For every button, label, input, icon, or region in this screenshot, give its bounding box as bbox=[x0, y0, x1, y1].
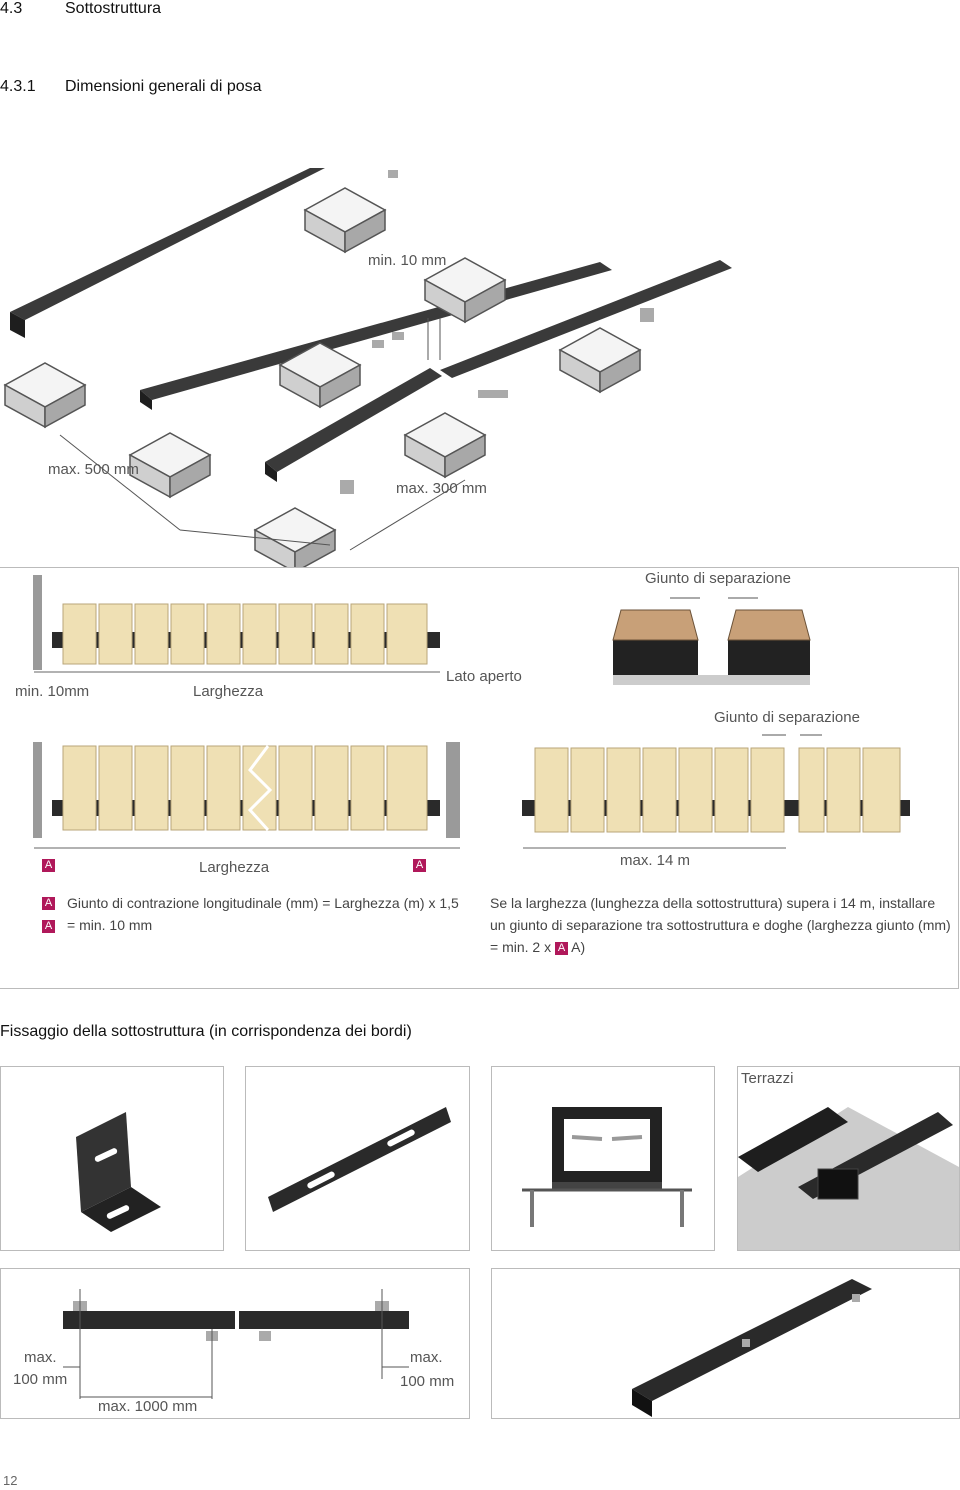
screw-section-illustration bbox=[522, 1107, 692, 1227]
label-min-10mm: min. 10mm bbox=[15, 683, 90, 700]
frame-screw-section bbox=[491, 1066, 715, 1251]
frame-angle-bracket bbox=[0, 1066, 224, 1251]
label-larghezza-top: Larghezza bbox=[193, 683, 264, 700]
label-max-500mm: max. 500 mm bbox=[48, 461, 139, 478]
label-giunto-top: Giunto di separazione bbox=[645, 570, 791, 587]
note-line-3-pre: = min. 2 x bbox=[490, 939, 552, 955]
fixing-title: Fissaggio della sottostruttura (in corri… bbox=[0, 1023, 412, 1040]
label-giunto-mid: Giunto di separazione bbox=[714, 709, 860, 726]
badge-a-formula-2: A bbox=[42, 920, 55, 933]
beam-iso-illustration bbox=[632, 1279, 872, 1417]
note-line-2: un giunto di separazione tra sottostrutt… bbox=[490, 917, 951, 933]
note-line-3-post: A) bbox=[571, 939, 586, 955]
subsection-title: Dimensioni generali di posa bbox=[65, 78, 262, 95]
label-max-left-2: 100 mm bbox=[13, 1371, 68, 1388]
page-number: 12 bbox=[3, 1473, 18, 1488]
label-terrazzi: Terrazzi bbox=[741, 1070, 794, 1087]
section-number: 4.3 bbox=[0, 0, 23, 17]
badge-a-note: A bbox=[554, 941, 568, 955]
note-line-3: = min. 2 x A A) bbox=[490, 936, 585, 958]
frame-beam-iso bbox=[491, 1268, 960, 1419]
note-line-1: Se la larghezza (lunghezza della sottost… bbox=[490, 895, 936, 911]
label-min-10mm-iso: min. 10 mm bbox=[368, 252, 447, 269]
frame-flat-connector bbox=[245, 1066, 470, 1251]
section-title: Sottostruttura bbox=[65, 0, 162, 17]
label-max-right-2: 100 mm bbox=[400, 1373, 455, 1390]
subsection-number: 4.3.1 bbox=[0, 78, 36, 95]
badge-a-formula-1: A bbox=[42, 897, 55, 910]
label-max-1000mm: max. 1000 mm bbox=[98, 1398, 198, 1415]
badge-a-left: A bbox=[42, 859, 55, 872]
label-max-left-1: max. bbox=[24, 1349, 57, 1366]
angle-bracket-illustration bbox=[76, 1112, 161, 1232]
flat-connector-illustration bbox=[268, 1107, 451, 1212]
decking-layout-diagrams bbox=[33, 575, 910, 849]
badge-a-right: A bbox=[413, 859, 426, 872]
spacing-diagram-illustration bbox=[63, 1289, 409, 1399]
frame-terrazzi bbox=[737, 1066, 960, 1251]
formula-line-2: = min. 10 mm bbox=[67, 917, 153, 933]
isometric-substructure-illustration bbox=[4, 168, 732, 573]
label-larghezza-bottom: Larghezza bbox=[199, 859, 270, 876]
label-lato-aperto: Lato aperto bbox=[446, 668, 522, 685]
label-max-300mm: max. 300 mm bbox=[396, 480, 487, 497]
label-max-right-1: max. bbox=[410, 1349, 443, 1366]
frame-spacing-diagram bbox=[0, 1268, 470, 1419]
terrazzi-illustration bbox=[738, 1107, 959, 1250]
formula-line-1: Giunto di contrazione longitudinale (mm)… bbox=[67, 895, 459, 911]
label-max-14m: max. 14 m bbox=[620, 852, 691, 869]
